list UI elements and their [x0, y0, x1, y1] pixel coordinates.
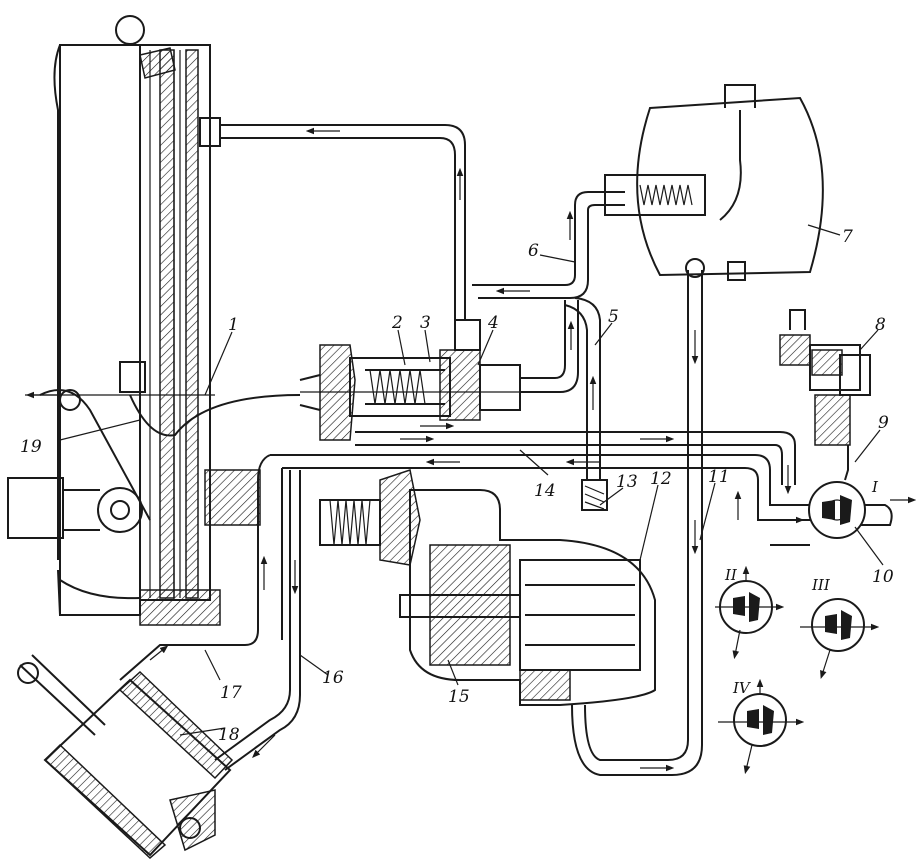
label-4: 4: [487, 313, 499, 333]
flow-arrows: [25, 127, 917, 772]
control-valve: [299, 319, 521, 441]
label-12: 12: [650, 469, 672, 489]
position-labels: I II III IV: [724, 478, 879, 697]
reservoir: [604, 84, 824, 281]
label-position-I: I: [871, 478, 879, 496]
column-assembly: [7, 15, 261, 626]
distributor-10: [808, 481, 866, 539]
label-16: 16: [322, 668, 344, 688]
label-1: 1: [228, 315, 239, 335]
label-10: 10: [872, 567, 894, 587]
label-3: 3: [420, 313, 431, 333]
label-14: 14: [534, 481, 556, 501]
label-15: 15: [448, 687, 470, 707]
label-6: 6: [528, 241, 539, 261]
position-II: [715, 565, 785, 660]
label-11: 11: [708, 467, 730, 487]
label-13: 13: [616, 472, 638, 492]
label-position-II: II: [724, 566, 738, 584]
label-17: 17: [220, 683, 242, 703]
position-IV: [718, 678, 805, 775]
label-9: 9: [878, 413, 889, 433]
part-labels: 1 2 3 4 5 6 7 8 9 10 11 12 13 14 15 16 1…: [20, 227, 894, 745]
distributor-8: [779, 309, 871, 446]
label-19: 19: [20, 437, 42, 457]
link-19: [129, 394, 301, 437]
label-position-III: III: [811, 576, 831, 594]
label-18: 18: [218, 725, 240, 745]
label-7: 7: [842, 227, 853, 247]
pipelines: [119, 124, 893, 776]
label-position-IV: IV: [732, 679, 752, 697]
position-III: [800, 598, 880, 680]
safety-valve: [581, 479, 608, 511]
label-8: 8: [875, 315, 886, 335]
leader-lines: [59, 224, 884, 736]
pump-assembly: [319, 469, 656, 706]
power-cylinder: [17, 654, 234, 860]
label-5: 5: [608, 307, 619, 327]
label-2: 2: [391, 313, 403, 333]
